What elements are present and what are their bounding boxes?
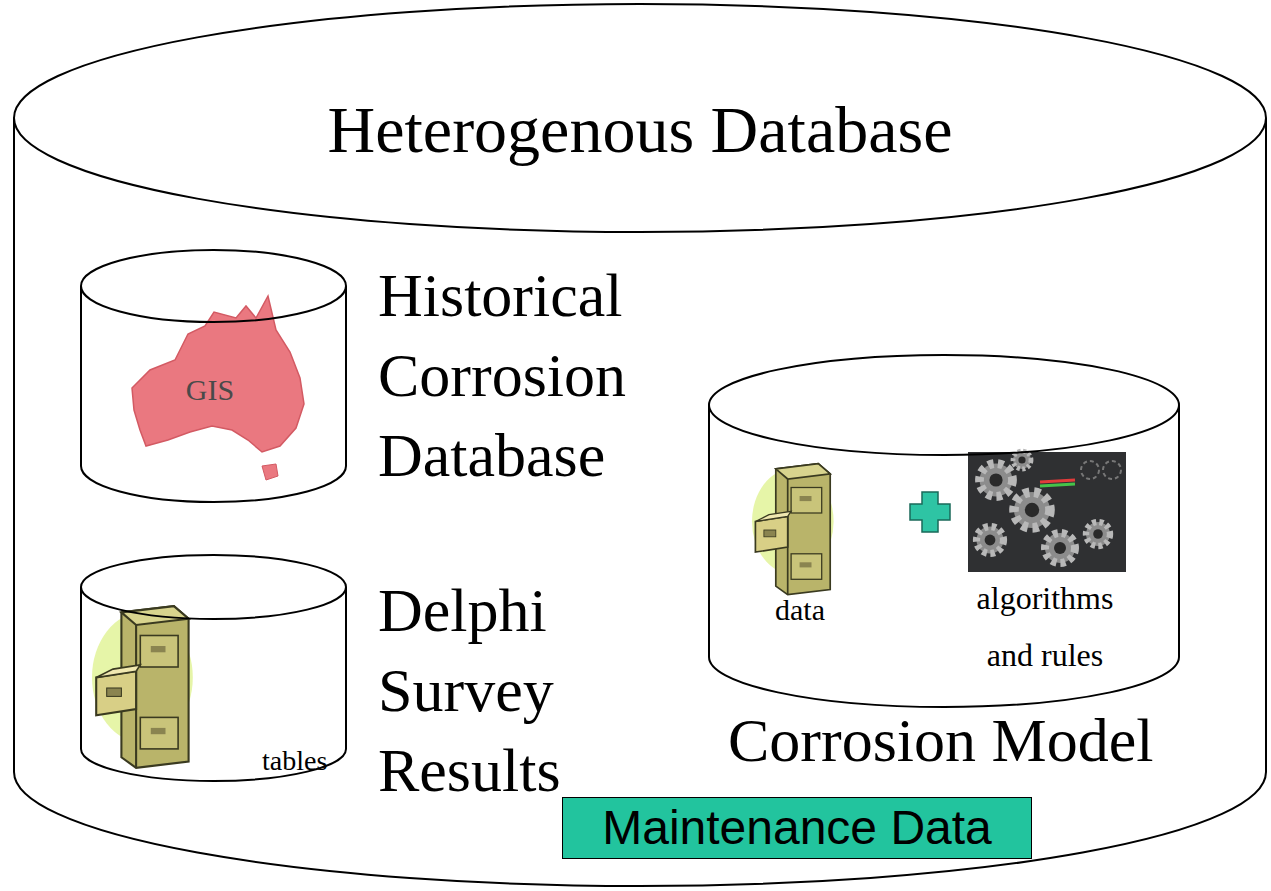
icon-caption: data — [755, 592, 845, 628]
database-cylinder: Heterogenous DatabaseGIS Historical Corro… — [12, 2, 1268, 888]
gears-picture — [968, 451, 1126, 572]
cylinder-outline — [709, 355, 1179, 707]
delphi-cylinder: tablesDelphi Survey Results — [80, 553, 620, 815]
icon-caption: tables — [262, 744, 346, 778]
plus-sign — [910, 492, 950, 532]
maintenance-box: Maintenance Data — [562, 797, 1032, 859]
box-label: Maintenance Data — [563, 798, 1031, 858]
db-name: Delphi Survey Results — [378, 570, 678, 810]
database-title: Heterogenous Database — [12, 90, 1268, 170]
historical-db-cylinder: GIS Historical Corrosion Database — [80, 248, 680, 508]
file-cabinet-icon — [752, 464, 834, 595]
model-name: Corrosion Model — [728, 700, 1218, 780]
corrosion-model-cylinder: data algorithms and rulesCorrosion Model — [708, 353, 1228, 778]
db-name: Historical Corrosion Database — [378, 255, 678, 495]
gis-label: GIS — [170, 372, 250, 408]
australia-map — [132, 296, 304, 480]
icon-caption: algorithms and rules — [955, 570, 1135, 684]
cylinder-outline — [81, 250, 346, 502]
file-cabinet-icon — [92, 606, 193, 768]
cylinder-outline — [81, 555, 346, 781]
